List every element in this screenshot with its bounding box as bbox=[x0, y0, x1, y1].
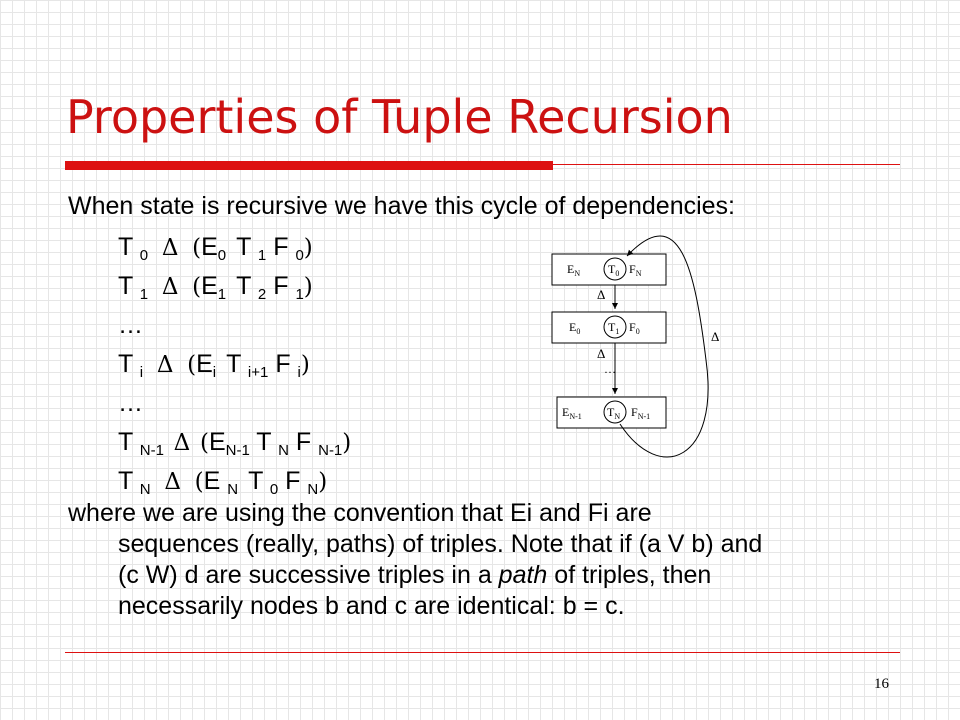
explanation-paragraph: where we are using the convention that E… bbox=[68, 498, 908, 622]
footer-rule bbox=[65, 652, 900, 653]
equation-ellipsis-2: … bbox=[118, 389, 143, 417]
close-paren: ) bbox=[303, 274, 313, 300]
eq-e-sub: N-1 bbox=[225, 442, 250, 459]
eq-lhs: T bbox=[118, 428, 133, 456]
tuple-box-tn: EN T0 FN bbox=[551, 253, 667, 286]
eq-lhs: T bbox=[118, 233, 133, 261]
eq-e: E bbox=[203, 467, 221, 495]
slide-title: Properties of Tuple Recursion bbox=[66, 90, 733, 144]
eq-f: F bbox=[275, 350, 291, 378]
box-t-label: TN bbox=[607, 405, 620, 421]
delta-symbol: Δ bbox=[164, 469, 181, 495]
explanation-line: (c W) d are successive triples in a path… bbox=[68, 560, 908, 591]
eq-t-sub: N bbox=[278, 442, 289, 459]
eq-lhs: T bbox=[118, 350, 133, 378]
delta-label: Δ bbox=[711, 329, 719, 344]
eq-f-sub: 1 bbox=[295, 286, 304, 303]
close-paren: ) bbox=[303, 235, 313, 261]
box-e-label: EN-1 bbox=[562, 405, 582, 421]
delta-symbol: Δ bbox=[173, 430, 191, 456]
eq-f-sub: i bbox=[297, 364, 301, 381]
eq-t: T bbox=[236, 233, 251, 261]
eq-lhs: T bbox=[118, 467, 133, 495]
explanation-line: sequences (really, paths) of triples. No… bbox=[118, 530, 763, 558]
eq-e: E bbox=[208, 428, 226, 456]
delta-label: Δ bbox=[597, 346, 605, 361]
intro-text: When state is recursive we have this cyc… bbox=[68, 192, 736, 220]
diagram-ellipsis: … bbox=[604, 362, 616, 376]
eq-e-sub: 1 bbox=[217, 286, 227, 303]
eq-f: F bbox=[285, 467, 301, 495]
path-emphasis: path bbox=[498, 561, 548, 589]
eq-f-sub: 0 bbox=[295, 247, 304, 264]
eq-lhs: T bbox=[118, 272, 133, 300]
box-t-label: T1 bbox=[608, 320, 619, 336]
delta-symbol: Δ bbox=[161, 235, 179, 261]
page-number: 16 bbox=[874, 676, 889, 692]
open-paren: ( bbox=[194, 469, 204, 495]
eq-e-sub: 0 bbox=[217, 247, 227, 264]
eq-f: F bbox=[295, 428, 312, 456]
eq-t-sub: 0 bbox=[269, 481, 279, 498]
box-e-label: EN bbox=[567, 262, 580, 278]
open-paren: ( bbox=[199, 430, 209, 456]
open-paren: ( bbox=[192, 235, 202, 261]
delta-label: Δ bbox=[597, 287, 605, 302]
box-f-label: FN bbox=[629, 262, 642, 278]
delta-symbol: Δ bbox=[161, 274, 179, 300]
box-f-label: FN-1 bbox=[631, 405, 650, 421]
box-e-label: E0 bbox=[569, 320, 580, 336]
explanation-text: of triples, then bbox=[547, 561, 712, 589]
eq-f-sub: N-1 bbox=[318, 442, 343, 459]
eq-e: E bbox=[201, 272, 218, 300]
open-paren: ( bbox=[187, 352, 197, 378]
eq-e: E bbox=[201, 233, 218, 261]
eq-t-sub: i+1 bbox=[247, 364, 269, 381]
eq-f: F bbox=[273, 272, 289, 300]
eq-lhs-sub: 1 bbox=[139, 286, 149, 303]
eq-f-sub: N bbox=[307, 481, 319, 498]
eq-e: E bbox=[196, 350, 213, 378]
title-rule bbox=[553, 164, 900, 165]
box-f-label: F0 bbox=[629, 320, 640, 336]
feedback-loop-arrow bbox=[619, 235, 709, 458]
close-paren: ) bbox=[342, 430, 352, 456]
explanation-line: where we are using the convention that E… bbox=[68, 499, 652, 527]
close-paren: ) bbox=[318, 469, 328, 495]
eq-t: T bbox=[236, 272, 251, 300]
equation-ellipsis-1: … bbox=[118, 311, 143, 339]
eq-t: T bbox=[226, 350, 241, 378]
explanation-text: (c W) d are successive triples in a bbox=[118, 561, 499, 589]
title-underline-bar bbox=[65, 161, 553, 170]
eq-e-sub: N bbox=[227, 481, 239, 498]
close-paren: ) bbox=[300, 352, 310, 378]
eq-t-sub: 2 bbox=[257, 286, 267, 303]
eq-lhs-sub: N bbox=[139, 481, 151, 498]
eq-e-sub: i bbox=[212, 364, 217, 381]
tuple-box-tn-1: EN-1 TN FN-1 bbox=[556, 396, 667, 429]
delta-symbol: Δ bbox=[156, 352, 174, 378]
tuple-box-t1: E0 T1 F0 bbox=[551, 311, 667, 344]
eq-t: T bbox=[248, 467, 263, 495]
box-t-label: T0 bbox=[608, 262, 619, 278]
eq-f: F bbox=[273, 233, 289, 261]
eq-t: T bbox=[256, 428, 272, 456]
explanation-line: necessarily nodes b and c are identical:… bbox=[118, 592, 625, 620]
open-paren: ( bbox=[192, 274, 202, 300]
eq-lhs-sub: 0 bbox=[139, 247, 149, 264]
eq-lhs-sub: N-1 bbox=[139, 442, 164, 459]
eq-lhs-sub: i bbox=[139, 364, 144, 381]
eq-t-sub: 1 bbox=[257, 247, 267, 264]
